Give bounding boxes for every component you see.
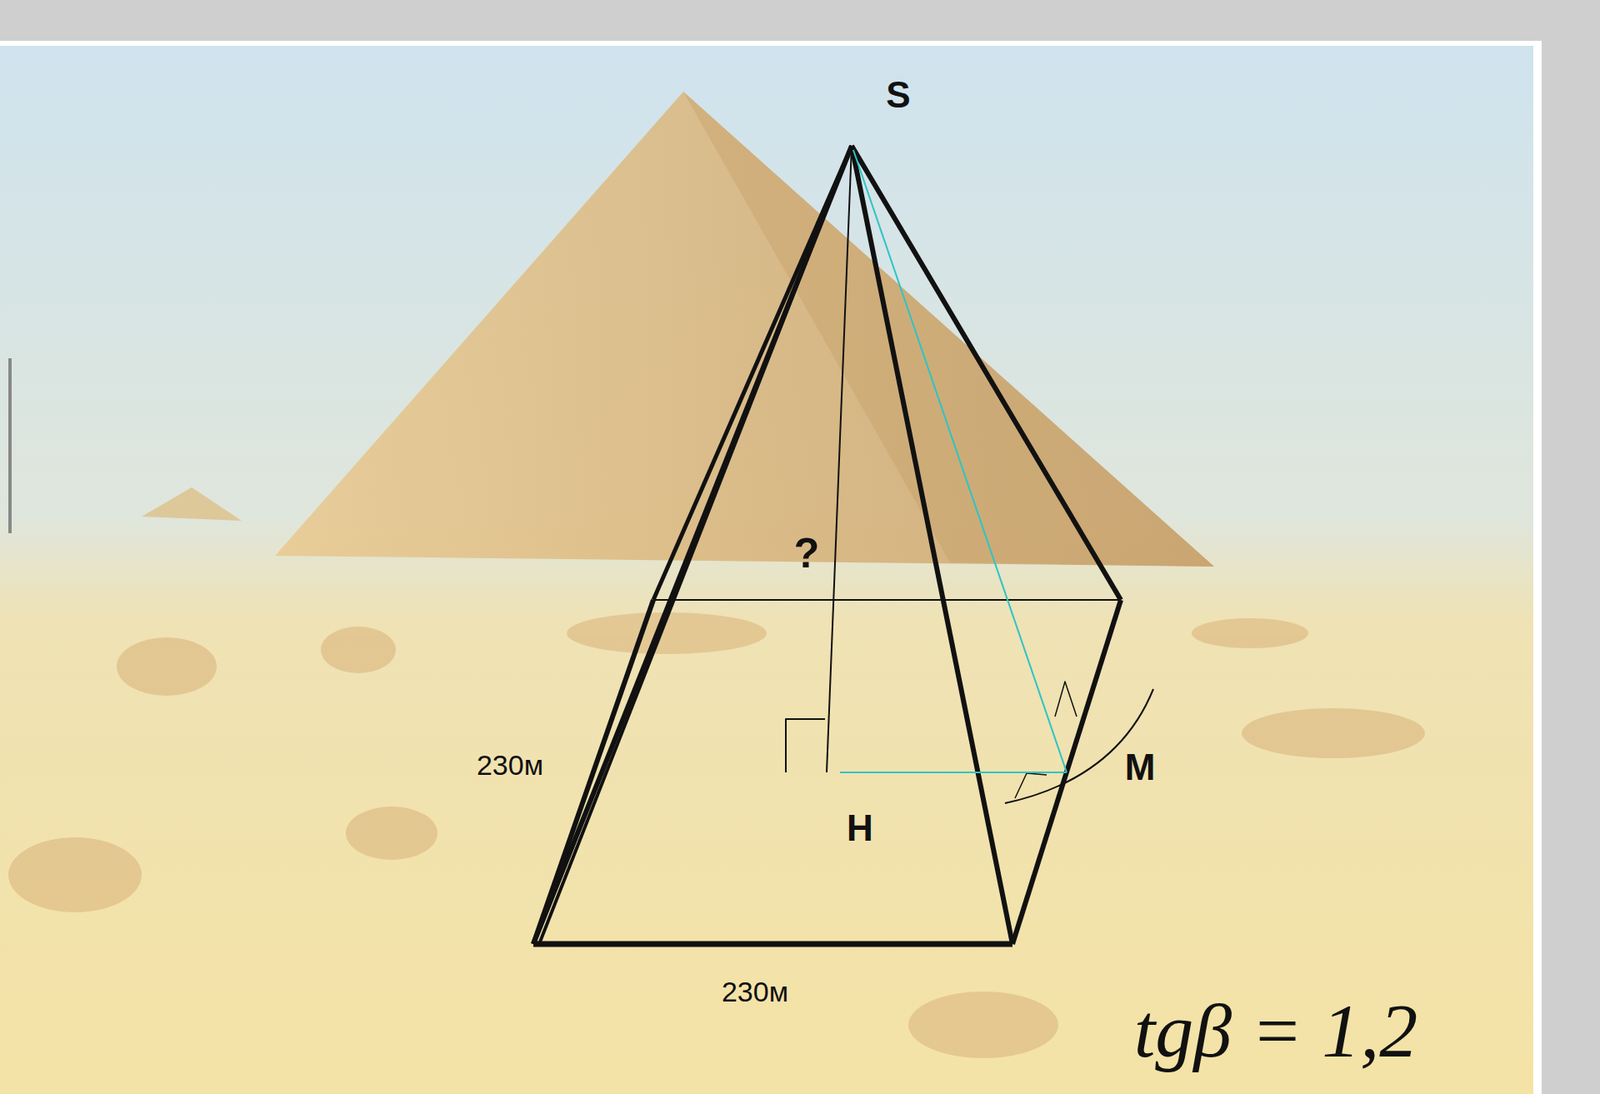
pyramid-shade — [683, 91, 1215, 567]
pyramid-figure — [533, 145, 1154, 945]
background-pyramid — [275, 91, 1215, 567]
photo-ground — [0, 45, 1534, 1094]
pole — [8, 358, 12, 534]
rocks — [8, 612, 1425, 1059]
dimension-label: 230м — [476, 750, 544, 780]
frame-border — [0, 40, 1542, 1094]
apothem-lines — [840, 150, 1067, 773]
point-label: M — [1125, 749, 1156, 786]
vertex-label: S — [885, 76, 910, 114]
unknown-height: ? — [794, 532, 820, 575]
point-label: H — [846, 810, 874, 847]
small-pyramid — [141, 487, 242, 521]
formula-note: tgβ = 1,2 — [1134, 992, 1418, 1070]
dimension-label: 230м — [721, 977, 789, 1006]
